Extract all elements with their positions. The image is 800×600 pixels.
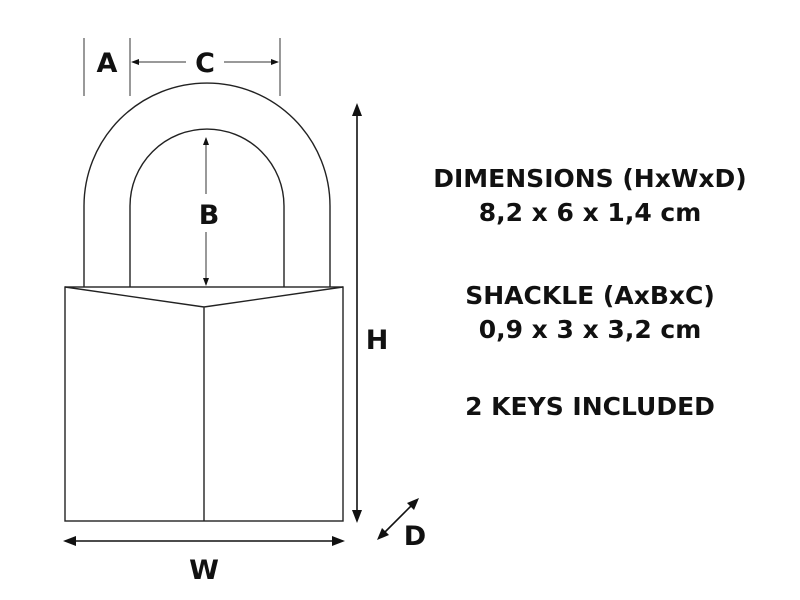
b-arrowhead-top (203, 137, 209, 145)
lock-body-bevel (64, 286, 344, 521)
h-arrowhead-top (352, 103, 362, 116)
shackle-inner (129, 128, 285, 287)
shackle-outer (83, 82, 331, 287)
shackle-heading: SHACKLE (AxBxC) (465, 281, 715, 310)
shackle-value: 0,9 x 3 x 3,2 cm (478, 315, 702, 344)
shackle-block: SHACKLE (AxBxC) 0,9 x 3 x 3,2 cm (400, 279, 780, 347)
keys-text: 2 KEYS INCLUDED (465, 392, 715, 421)
b-arrowhead-bottom (203, 278, 209, 286)
d-arrowhead-lower (377, 528, 389, 540)
w-arrowhead-right (332, 536, 345, 546)
label-w: W (189, 555, 219, 586)
d-dim-line (382, 503, 414, 535)
label-a: A (97, 48, 118, 79)
dimensions-block: DIMENSIONS (HxWxD) 8,2 x 6 x 1,4 cm (400, 162, 780, 230)
d-arrowhead-upper (407, 498, 419, 510)
h-arrowhead-bottom (352, 510, 362, 523)
c-arrowhead-left (131, 59, 139, 65)
keys-block: 2 KEYS INCLUDED (400, 390, 780, 424)
w-arrowhead-left (63, 536, 76, 546)
label-c: C (195, 48, 215, 79)
c-arrowhead-right (271, 59, 279, 65)
label-d: D (404, 521, 426, 552)
dimensions-value: 8,2 x 6 x 1,4 cm (478, 198, 702, 227)
dimensions-heading: DIMENSIONS (HxWxD) (433, 164, 747, 193)
label-h: H (366, 325, 389, 356)
label-b: B (199, 200, 220, 231)
